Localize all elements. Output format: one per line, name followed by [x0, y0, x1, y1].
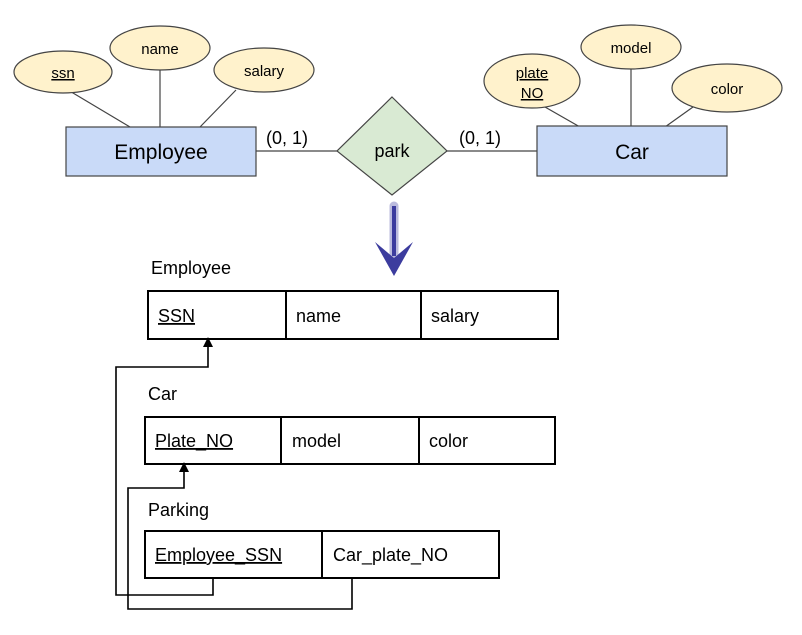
attribute-color-label: color — [711, 81, 744, 98]
table-employee-cell-name: name — [296, 306, 341, 326]
attribute-salary-shape — [213, 47, 315, 93]
attribute-plate-no: plate NO — [483, 53, 581, 109]
table-car-cell-color: color — [429, 431, 468, 451]
transform-arrow-icon — [375, 201, 413, 276]
attribute-ssn-shape — [13, 50, 113, 94]
entity-employee: Employee — [65, 126, 257, 177]
table-employee-cell-salary: salary — [431, 306, 479, 326]
attribute-name-label: name — [141, 41, 179, 58]
employee-ssn-connector — [67, 89, 131, 128]
attribute-name: name — [109, 25, 211, 71]
table-employee-heading: Employee — [151, 258, 231, 278]
attribute-color-shape — [671, 63, 783, 113]
attribute-model-shape — [580, 24, 682, 70]
entity-employee-label: Employee — [114, 141, 207, 164]
attribute-salary: salary — [213, 47, 315, 93]
attribute-model-label: model — [611, 40, 652, 57]
table-car-cell-plate-no: Plate_NO — [155, 431, 233, 452]
table-parking-cell-employee-ssn: Employee_SSN — [155, 545, 282, 566]
attribute-ssn-label: ssn — [51, 65, 74, 82]
table-employee-frame — [147, 290, 559, 340]
attribute-plate-no-label-line1: plate — [516, 65, 549, 82]
entity-car: Car — [536, 125, 728, 177]
cardinality-employee: (0, 1) — [266, 128, 308, 148]
table-parking — [144, 530, 500, 579]
attribute-salary-label: salary — [244, 63, 285, 80]
entity-employee-box — [65, 126, 257, 177]
table-car-cell-model: model — [292, 431, 341, 451]
attribute-plate-no-label-line2: NO — [521, 85, 544, 102]
table-car-heading: Car — [148, 384, 177, 404]
relationship-park-label: park — [374, 141, 410, 161]
fk-car-plate-arrow — [127, 462, 353, 610]
table-employee — [147, 290, 559, 340]
attribute-color: color — [671, 63, 783, 113]
entity-car-box — [536, 125, 728, 177]
cardinality-car: (0, 1) — [459, 128, 501, 148]
table-car — [144, 416, 556, 465]
table-car-frame — [144, 416, 556, 465]
fk-employee-ssn-arrow — [115, 337, 214, 596]
car-plate-connector — [544, 106, 581, 128]
attribute-model: model — [580, 24, 682, 70]
attribute-plate-no-shape — [483, 53, 581, 109]
table-employee-cell-ssn: SSN — [158, 306, 195, 326]
relationship-park: park — [336, 96, 448, 196]
entity-car-label: Car — [615, 141, 649, 164]
attribute-name-shape — [109, 25, 211, 71]
attribute-ssn: ssn — [13, 50, 113, 94]
table-parking-heading: Parking — [148, 500, 209, 520]
employee-salary-connector — [199, 89, 237, 128]
relationship-park-diamond — [336, 96, 448, 196]
table-parking-cell-car-plate-no: Car_plate_NO — [333, 545, 448, 566]
